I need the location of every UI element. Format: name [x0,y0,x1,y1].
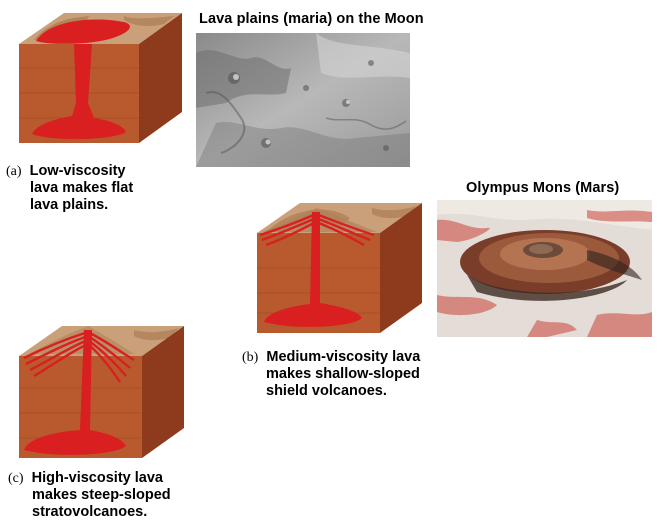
caption-c-line1: High-viscosity lava [32,470,163,486]
block-diagram-low-viscosity [14,8,190,158]
olympus-mons-photo [437,200,652,337]
moon-photo-title: Lava plains (maria) on the Moon [199,11,424,27]
mars-photo-title: Olympus Mons (Mars) [466,180,619,196]
caption-b-tag: (b) [242,350,258,365]
caption-a: (a) Low-viscosity lava makes flat lava p… [6,163,133,214]
caption-a-line2: lava makes flat [6,180,133,197]
caption-a-tag: (a) [6,164,22,179]
caption-c: (c) High-viscosity lava makes steep-slop… [8,470,171,521]
caption-b-line3: shield volcanoes. [242,383,420,400]
caption-b: (b) Medium-viscosity lava makes shallow-… [242,349,420,400]
caption-c-line3: stratovolcanoes. [8,504,171,521]
moon-maria-photo [196,33,410,167]
caption-c-tag: (c) [8,471,24,486]
block-diagram-high-viscosity [14,318,194,466]
caption-a-line3: lava plains. [6,197,133,214]
caption-a-line1: Low-viscosity [30,163,126,179]
caption-c-line2: makes steep-sloped [8,487,171,504]
caption-b-line2: makes shallow-sloped [242,366,420,383]
block-diagram-medium-viscosity [252,198,432,346]
caption-b-line1: Medium-viscosity lava [266,349,420,365]
